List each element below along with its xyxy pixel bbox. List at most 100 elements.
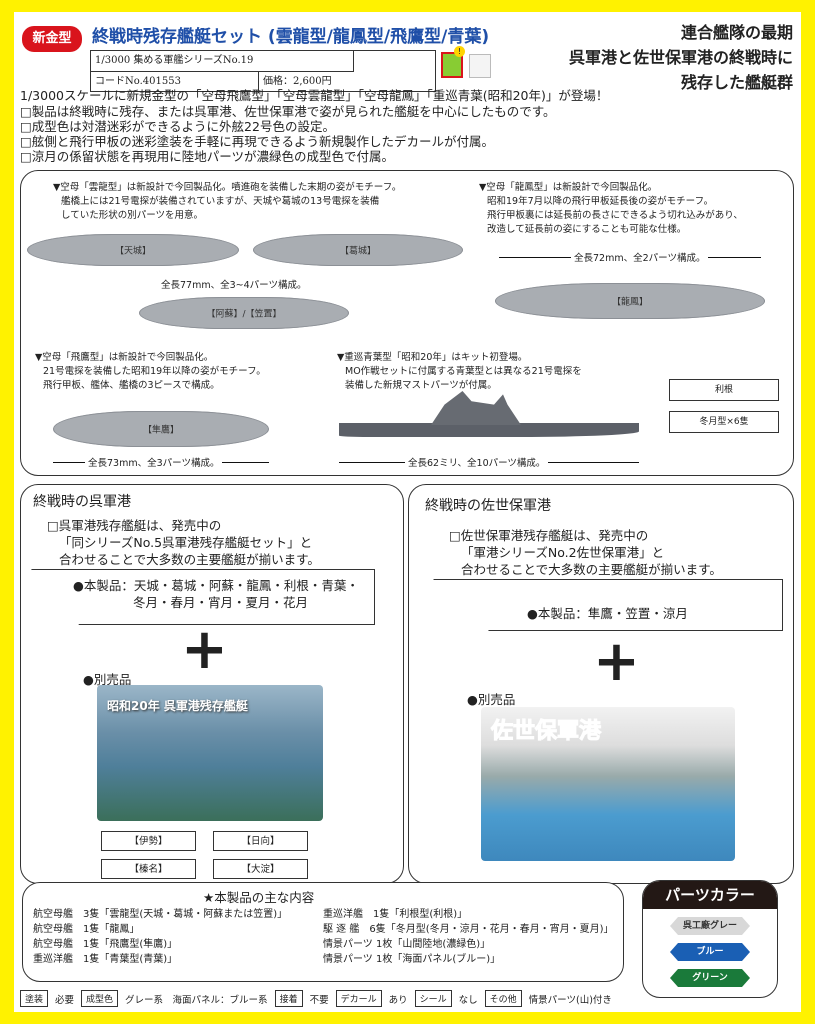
contents-left: 航空母艦 3隻「雲龍型(天城・葛城・阿蘇または笠置)」 航空母艦 1隻「龍鳳」 … xyxy=(33,907,287,967)
hiyo-description: ▼空母「飛鷹型」は新設計で今回製品化。 21号電探を装備した昭和19年以降の姿が… xyxy=(35,351,266,393)
contents-item: 航空母艦 3隻「雲龍型(天城・葛城・阿蘇または笠置)」 xyxy=(33,909,288,920)
color-gray: 呉工廠グレー xyxy=(670,917,750,935)
intro-line: □製品は終戦時に残存、または呉軍港、佐世保軍港で姿が見られた艦艇を中心にしたもの… xyxy=(20,104,556,119)
headline-line: 残存した艦艇群 xyxy=(680,73,793,92)
legend-value: なし xyxy=(458,994,478,1006)
tab-oyodo: 【大淀】 xyxy=(213,859,308,879)
contents-item: 航空母艦 1隻「龍鳳」 xyxy=(33,924,140,935)
color-blue: ブルー xyxy=(670,943,750,961)
ship-label: 【龍鳳】 xyxy=(611,297,649,308)
kure-product: ●本製品：天城・葛城・阿蘇・龍鳳・利根・青葉・ 冬月・春月・宵月・夏月・花月 xyxy=(73,577,359,611)
plus-sign: + xyxy=(181,617,228,682)
contents-item: 重巡洋艦 1隻「青葉型(青葉)」 xyxy=(33,954,178,965)
sasebo-panel: 終戦時の佐世保軍港 □佐世保軍港残存艦艇は、発売中の 「軍港シリーズNo.2佐世… xyxy=(408,484,794,884)
new-mold-badge: 新金型 xyxy=(22,26,82,52)
headline: 連合艦隊の最期 呉軍港と佐世保軍港の終戦時に 残存した艦艇群 xyxy=(569,20,793,95)
product-title: 終戦時残存艦艇セット (雲龍型/龍鳳型/飛鷹型/青葉) xyxy=(92,27,490,47)
text-line: 冬月・春月・宵月・夏月・花月 xyxy=(133,595,309,610)
headline-line: 連合艦隊の最期 xyxy=(680,23,793,42)
code-cell: コードNo.401553 xyxy=(91,72,259,93)
hiyo-length: 全長73mm、全3パーツ構成。 xyxy=(85,455,223,469)
intro-line: □舷側と飛行甲板の迷彩塗装を手軽に再現できるよう新規製作したデカールが付属。 xyxy=(20,134,495,149)
ship-label: 【阿蘇】/【笠置】 xyxy=(206,309,282,320)
sasebo-text: □佐世保軍港残存艦艇は、発売中の 「軍港シリーズNo.2佐世保軍港」と 合わせる… xyxy=(449,527,722,578)
sasebo-sold-separately: ●別売品 xyxy=(467,692,516,707)
sasebo-product: ●本製品：隼鷹・笠置・涼月 xyxy=(527,606,688,621)
desc-line: 21号電探を装備した昭和19年以降の姿がモチーフ。 xyxy=(43,366,266,377)
legend-key: その他 xyxy=(484,990,522,1007)
legend-value: 必要 xyxy=(55,994,75,1006)
ship-amagi: 【天城】 xyxy=(27,234,239,266)
kure-title: 終戦時の呉軍港 xyxy=(33,494,131,510)
kure-boxart: 昭和20年 呉軍港残存艦艇 xyxy=(97,685,323,821)
legend-value: グレー系 海面パネル：ブルー系 xyxy=(125,994,268,1006)
kure-panel: 終戦時の呉軍港 □呉軍港残存艦艇は、発売中の 「同シリーズNo.5呉軍港残存艦艇… xyxy=(20,484,404,884)
ryuho-description: ▼空母「龍鳳型」は新設計で今回製品化。 昭和19年7月以降の飛行甲板延長後の姿が… xyxy=(479,181,743,237)
desc-line: していた形状の別パーツを用意。 xyxy=(61,210,204,221)
contents-item: 航空母艦 1隻「飛鷹型(隼鷹)」 xyxy=(33,939,178,950)
contents-item: 情景パーツ 1枚「山間陸地(濃緑色)」 xyxy=(323,939,491,950)
warning-icon: ! xyxy=(454,46,465,57)
intro-line: 1/3000スケールに新規金型の「空母飛鷹型」「空母雲龍型」「空母龍鳳」「重巡青… xyxy=(20,88,609,103)
sasebo-boxart: 佐世保軍港 xyxy=(481,707,735,861)
desc-line: 改造して延長前の姿にすることも可能な仕様。 xyxy=(487,224,687,235)
legend-key: 接着 xyxy=(274,990,303,1007)
unryu-length: 全長77mm、全3~4パーツ構成。 xyxy=(161,280,307,291)
desc-line: 昭和19年7月以降の飛行甲板延長後の姿がモチーフ。 xyxy=(487,196,714,207)
desc-line: ▼空母「飛鷹型」は新設計で今回製品化。 xyxy=(35,352,214,363)
aoba-description: ▼重巡青葉型「昭和20年」はキット初登場。 MO作戦セットに付属する青葉型とは異… xyxy=(337,351,582,393)
ship-label: 【葛城】 xyxy=(339,246,377,257)
ship-aso: 【阿蘇】/【笠置】 xyxy=(139,297,349,329)
legend-value: 不要 xyxy=(309,994,329,1006)
plus-sign: + xyxy=(593,629,640,694)
tab-haruna: 【榛名】 xyxy=(101,859,196,879)
flyer-page: 新金型 終戦時残存艦艇セット (雲龍型/龍鳳型/飛鷹型/青葉) 1/3000 集… xyxy=(14,12,801,1012)
legend-key: 塗装 xyxy=(20,990,49,1007)
intro-text: 1/3000スケールに新規金型の「空母飛鷹型」「空母雲龍型」「空母龍鳳」「重巡青… xyxy=(20,88,608,164)
aoba-length: 全長62ミリ、全10パーツ構成。 xyxy=(405,455,549,469)
kure-text: □呉軍港残存艦艇は、発売中の 「同シリーズNo.5呉軍港残存艦艇セット」と 合わ… xyxy=(47,517,320,568)
parts-color-panel: パーツカラー 呉工廠グレー ブルー グリーン xyxy=(642,880,778,998)
ryuho-length: 全長72mm、全2パーツ構成。 xyxy=(571,250,709,264)
ship-label: 【隼鷹】 xyxy=(142,425,180,436)
desc-line: ▼空母「雲龍型」は新設計で今回製品化。噴進砲を装備した末期の姿がモチーフ。 xyxy=(53,182,402,193)
intro-line: □成型色は対潜迷彩ができるように外舷22号色の設定。 xyxy=(20,119,335,134)
headline-line: 呉軍港と佐世保軍港の終戦時に xyxy=(568,48,793,67)
tag-fuyutsuki: 冬月型×6隻 xyxy=(669,411,779,433)
boxart-title: 昭和20年 呉軍港残存艦艇 xyxy=(107,699,248,713)
ship-aoba-superstructure xyxy=(431,391,521,425)
contents-item: 駆 逐 艦 6隻「冬月型(冬月・涼月・花月・春月・宵月・夏月)」 xyxy=(323,924,614,935)
legend-key: デカール xyxy=(335,990,382,1007)
kure-sold-separately: ●別売品 xyxy=(83,672,132,687)
text-line: 「同シリーズNo.5呉軍港残存艦艇セット」と xyxy=(59,535,313,550)
desc-line: 飛行甲板裏には延長前の長さにできるよう切れ込みがあり、 xyxy=(487,210,743,221)
no-glue-icon xyxy=(441,52,463,78)
desc-line: MO作戦セットに付属する青葉型とは異なる21号電探を xyxy=(345,366,582,377)
tab-ise: 【伊勢】 xyxy=(101,831,196,851)
text-line: □佐世保軍港残存艦艇は、発売中の xyxy=(449,528,649,543)
ship-aoba-hull xyxy=(339,423,639,437)
spec-legend: 塗装必要 成型色グレー系 海面パネル：ブルー系 接着不要 デカールあり シールな… xyxy=(20,990,612,1007)
contents-title: ★本製品の主な内容 xyxy=(203,890,315,905)
ship-label: 【天城】 xyxy=(114,246,152,257)
legend-key: シール xyxy=(414,990,452,1007)
decal-icon xyxy=(469,54,491,78)
contents-item: 情景パーツ 1枚「海面パネル(ブルー)」 xyxy=(323,954,501,965)
intro-line: □涼月の係留状態を再現用に陸地パーツが濃緑色の成型色で付属。 xyxy=(20,149,395,164)
text-line: □呉軍港残存艦艇は、発売中の xyxy=(47,518,222,533)
ships-panel: ▼空母「雲龍型」は新設計で今回製品化。噴進砲を装備した末期の姿がモチーフ。 艦橋… xyxy=(20,170,794,476)
sasebo-title: 終戦時の佐世保軍港 xyxy=(425,498,551,514)
contents-panel: ★本製品の主な内容 航空母艦 3隻「雲龍型(天城・葛城・阿蘇または笠置)」 航空… xyxy=(22,882,624,982)
tab-hyuga: 【日向】 xyxy=(213,831,308,851)
price-cell: 価格：2,600円 xyxy=(263,76,332,87)
text-line: 「軍港シリーズNo.2佐世保軍港」と xyxy=(461,545,665,560)
parts-color-title: パーツカラー xyxy=(643,881,777,909)
unryu-description: ▼空母「雲龍型」は新設計で今回製品化。噴進砲を装備した末期の姿がモチーフ。 艦橋… xyxy=(53,181,401,223)
desc-line: 装備した新規マストパーツが付属。 xyxy=(345,380,497,391)
tag-tone: 利根 xyxy=(669,379,779,401)
spec-table: 1/3000 集める軍艦シリーズNo.19 コードNo.401553 価格：2,… xyxy=(90,50,436,93)
series-cell: 1/3000 集める軍艦シリーズNo.19 xyxy=(91,51,354,72)
contents-item: 重巡洋艦 1隻「利根型(利根)」 xyxy=(323,909,468,920)
desc-line: ▼空母「龍鳳型」は新設計で今回製品化。 xyxy=(479,182,658,193)
desc-line: ▼重巡青葉型「昭和20年」はキット初登場。 xyxy=(337,352,528,363)
